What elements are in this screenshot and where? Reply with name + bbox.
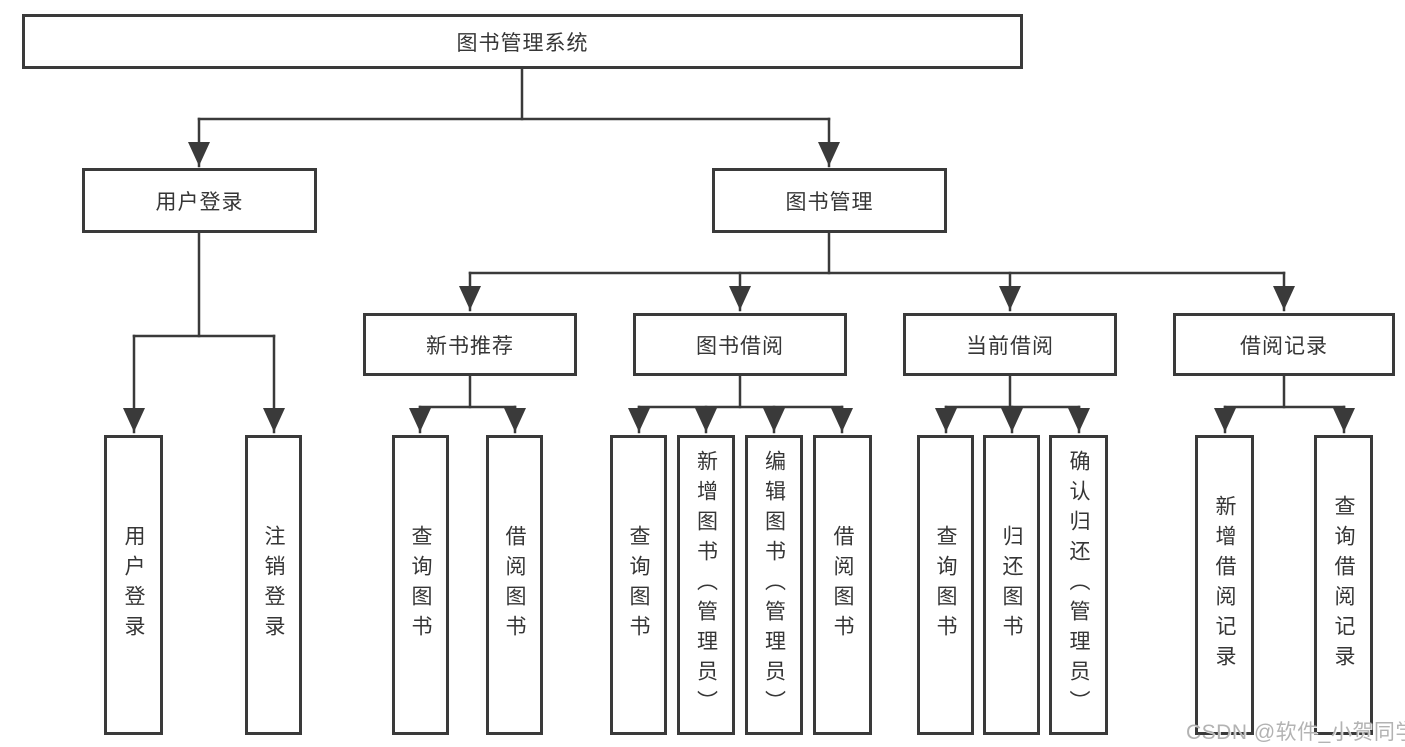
watermark-text: CSDN @软件_小贺同学 (1186, 721, 1405, 744)
leaf-user-login-label: 用户登录 (122, 525, 145, 645)
leaf-borrowing-borrow-books-label: 借阅图书 (831, 525, 854, 645)
leaf-records-query-record-label: 查询借阅记录 (1332, 495, 1355, 675)
leaf-borrowing-query-books-label: 查询图书 (627, 525, 650, 645)
leaf-current-query-books: 查询图书 (917, 435, 974, 735)
node-borrow-records-label: 借阅记录 (1240, 334, 1328, 358)
node-book-management-label: 图书管理 (785, 190, 874, 214)
leaf-borrowing-add-books-label: 新增图书（管理员） (694, 450, 718, 720)
node-user-login-label: 用户登录 (155, 190, 244, 214)
leaf-records-query-record: 查询借阅记录 (1314, 435, 1373, 735)
leaf-logout: 注销登录 (245, 435, 302, 735)
leaf-user-login: 用户登录 (104, 435, 163, 735)
node-library-system: 图书管理系统 (22, 14, 1023, 69)
node-book-borrowing: 图书借阅 (633, 313, 847, 376)
leaf-recommend-borrow-books-label: 借阅图书 (503, 525, 526, 645)
leaf-current-return-books: 归还图书 (983, 435, 1040, 735)
leaf-borrowing-edit-books-label: 编辑图书（管理员） (762, 450, 786, 720)
leaf-borrowing-add-books: 新增图书（管理员） (677, 435, 735, 735)
leaf-borrowing-edit-books: 编辑图书（管理员） (745, 435, 803, 735)
leaf-borrowing-query-books: 查询图书 (610, 435, 667, 735)
leaf-recommend-borrow-books: 借阅图书 (486, 435, 543, 735)
leaf-current-return-books-label: 归还图书 (1000, 525, 1023, 645)
node-current-borrowing: 当前借阅 (903, 313, 1117, 376)
leaf-current-confirm-return-label: 确认归还（管理员） (1067, 450, 1090, 720)
node-borrow-records: 借阅记录 (1173, 313, 1395, 376)
leaf-borrowing-borrow-books: 借阅图书 (813, 435, 872, 735)
leaf-recommend-query-books: 查询图书 (392, 435, 449, 735)
leaf-current-query-books-label: 查询图书 (934, 525, 957, 645)
node-library-system-label: 图书管理系统 (456, 31, 589, 55)
node-book-management: 图书管理 (712, 168, 947, 233)
node-book-borrowing-label: 图书借阅 (696, 334, 784, 358)
leaf-current-confirm-return: 确认归还（管理员） (1049, 435, 1108, 735)
leaf-logout-label: 注销登录 (262, 525, 285, 645)
node-current-borrowing-label: 当前借阅 (966, 334, 1054, 358)
node-new-book-recommend: 新书推荐 (363, 313, 577, 376)
node-user-login: 用户登录 (82, 168, 317, 233)
leaf-recommend-query-books-label: 查询图书 (409, 525, 432, 645)
node-new-book-recommend-label: 新书推荐 (426, 334, 514, 358)
leaf-records-add-record-label: 新增借阅记录 (1213, 495, 1236, 675)
leaf-records-add-record: 新增借阅记录 (1195, 435, 1254, 735)
